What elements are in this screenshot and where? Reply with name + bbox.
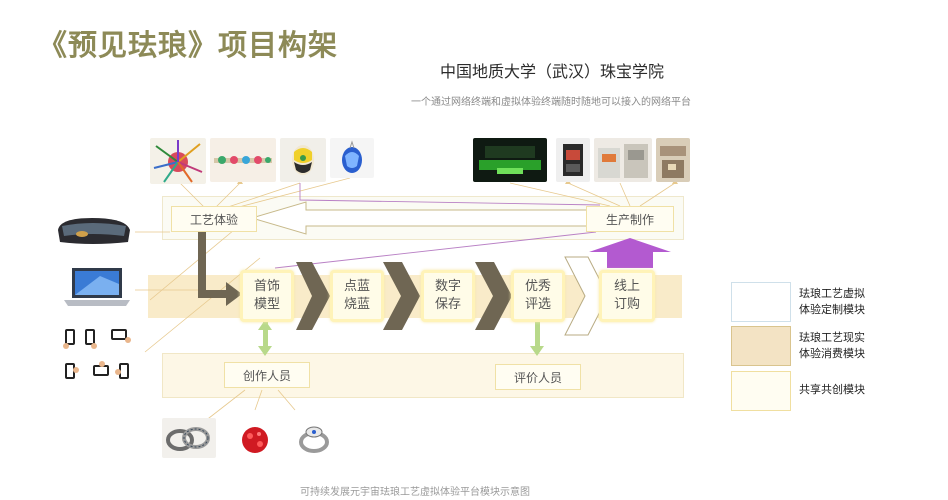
laser-machine-icon [473,138,547,182]
legend-swatch-virtual [731,282,791,322]
enamel-pendant-icon [330,138,374,178]
node-creators: 创作人员 [224,362,310,388]
step-digital-save: 数字保存 [421,270,475,322]
legend-line1: 珐琅工艺现实 [799,331,865,344]
pipeline-chevrons [296,262,512,330]
legend-line1: 珐琅工艺虚拟 [799,287,865,300]
legend-swatch-shared [731,371,791,411]
legend-label-real: 珐琅工艺现实体验消费模块 [799,330,879,362]
step-line1: 优秀 [525,279,551,294]
kiln-oven-icon [594,138,652,182]
step-line1: 首饰 [254,279,280,294]
smartphones-icon [58,326,140,382]
vr-headset-icon [52,212,134,250]
legend-swatch-real [731,326,791,366]
step-line2: 保存 [435,297,461,312]
node-craft-experience: 工艺体验 [171,206,257,232]
feedback-arrow [252,202,596,234]
step-line2: 烧蓝 [344,297,370,312]
craft-to-model-arrow [198,228,242,306]
legend-line2: 体验消费模块 [799,347,865,360]
legend-line2: 体验定制模块 [799,303,865,316]
step-line1: 点蓝 [344,279,370,294]
enamel-bracelet-icon [210,138,276,182]
step-line2: 订购 [614,297,640,312]
figure-caption: 可持续发展元宇宙珐琅工艺虚拟体验平台模块示意图 [300,483,530,498]
legend-line1: 共享共创模块 [799,383,865,396]
laptop-icon [60,264,134,310]
step-jewelry-model: 首饰模型 [240,270,294,322]
legend-label-shared: 共享共创模块 [799,382,879,398]
step-online-order: 线上订购 [599,270,655,322]
step-line1: 数字 [435,279,461,294]
enamel-egg-icon [280,138,326,182]
step-line1: 线上 [614,279,640,294]
enamel-rings-icon [162,418,216,458]
enamel-art-icon [150,138,206,184]
workshop-icon [656,138,690,182]
enamel-ring-icon [296,418,332,458]
node-production: 生产制作 [586,206,674,232]
production-up-arrow [589,238,671,268]
3d-printer-icon [556,138,590,182]
red-enamel-ball-icon [238,418,272,458]
step-line2: 评选 [525,297,551,312]
node-reviewers: 评价人员 [495,364,581,390]
step-line2: 模型 [254,297,280,312]
step-selection: 优秀评选 [511,270,565,322]
legend-label-virtual: 珐琅工艺虚拟体验定制模块 [799,286,879,318]
step-enamel-firing: 点蓝烧蓝 [330,270,384,322]
